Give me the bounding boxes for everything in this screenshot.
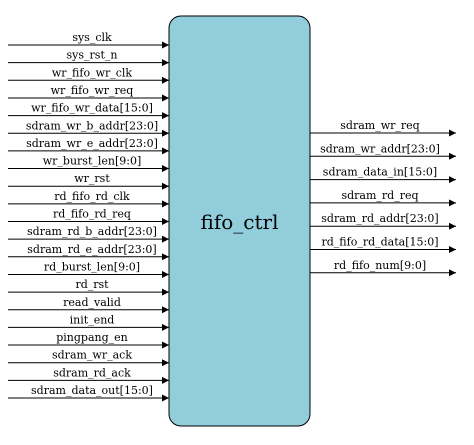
signal-label-sdram-data-in: sdram_data_in[15:0] <box>323 166 437 179</box>
signal-label-sdram-wr-req: sdram_wr_req <box>340 119 419 132</box>
signal-label-sdram-rd-req: sdram_rd_req <box>341 189 418 202</box>
signal-label-sys-clk: sys_clk <box>72 31 112 44</box>
signal-label-sys-rst-n: sys_rst_n <box>67 49 118 62</box>
module-block <box>168 15 311 427</box>
output-signals: sdram_wr_req sdram_wr_addr[23:0] sdram_dat… <box>310 119 456 277</box>
signal-label-sdram-data-out: sdram_data_out[15:0] <box>31 384 153 397</box>
signal-label-wr-burst-len: wr_burst_len[9:0] <box>43 155 142 168</box>
signal-label-sdram-wr-addr: sdram_wr_addr[23:0] <box>320 142 440 155</box>
signal-label-sdram-wr-ack: sdram_wr_ack <box>52 349 132 362</box>
signal-label-sdram-rd-ack: sdram_rd_ack <box>53 366 131 379</box>
signal-label-wr-fifo-wr-clk: wr_fifo_wr_clk <box>52 66 133 79</box>
signal-label-rd-fifo-rd-clk: rd_fifo_rd_clk <box>54 190 130 203</box>
signal-label-sdram-rd-e-addr: sdram_rd_e_addr[23:0] <box>27 243 156 256</box>
signal-label-rd-rst: rd_rst <box>75 278 109 291</box>
signal-label-wr-rst: wr_rst <box>74 172 110 185</box>
input-signals: sys_clk sys_rst_n wr_fifo_wr_clk wr_fifo_wr… <box>8 31 169 402</box>
module-name: fifo_ctrl <box>201 210 279 234</box>
signal-label-rd-fifo-rd-req: rd_fifo_rd_req <box>53 208 131 221</box>
signal-label-init-end: init_end <box>70 313 115 326</box>
signal-label-wr-fifo-wr-req: wr_fifo_wr_req <box>51 84 134 97</box>
signal-label-wr-fifo-wr-data: wr_fifo_wr_data[15:0] <box>31 102 153 115</box>
signal-label-rd-fifo-rd-data: rd_fifo_rd_data[15:0] <box>322 236 439 249</box>
signal-label-read-valid: read_valid <box>63 296 121 309</box>
signal-label-sdram-wr-e-addr: sdram_wr_e_addr[23:0] <box>26 137 158 150</box>
signal-label-sdram-wr-b-addr: sdram_wr_b_addr[23:0] <box>26 119 158 132</box>
signal-label-sdram-rd-b-addr: sdram_rd_b_addr[23:0] <box>27 225 157 238</box>
signal-label-rd-burst-len: rd_burst_len[9:0] <box>44 260 140 273</box>
signal-label-pingpang-en: pingpang_en <box>56 331 128 344</box>
signal-label-sdram-rd-addr: sdram_rd_addr[23:0] <box>321 212 438 225</box>
signal-label-rd-fifo-num: rd_fifo_num[9:0] <box>334 259 426 272</box>
